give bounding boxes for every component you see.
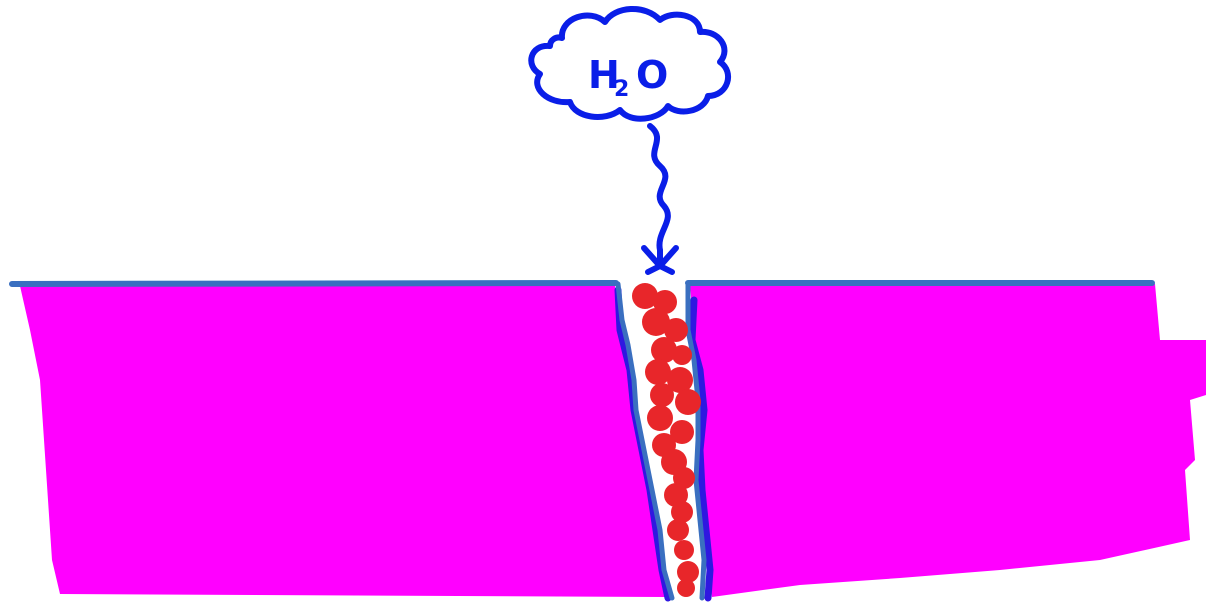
particle [647, 405, 673, 431]
right-block [690, 284, 1206, 597]
particle [667, 519, 689, 541]
particle [672, 345, 692, 365]
particle [674, 540, 694, 560]
left-block [20, 286, 667, 597]
squiggle-arrow-line [650, 126, 668, 262]
particle [675, 389, 701, 415]
water-label: H 2 O [588, 53, 668, 102]
cloud-subscript-text: 2 [614, 77, 629, 102]
cloud-suffix-text: O [636, 53, 668, 97]
cloud-outline [531, 9, 728, 119]
particle [677, 579, 695, 597]
surface-line-left [12, 283, 616, 284]
particle [650, 383, 674, 407]
